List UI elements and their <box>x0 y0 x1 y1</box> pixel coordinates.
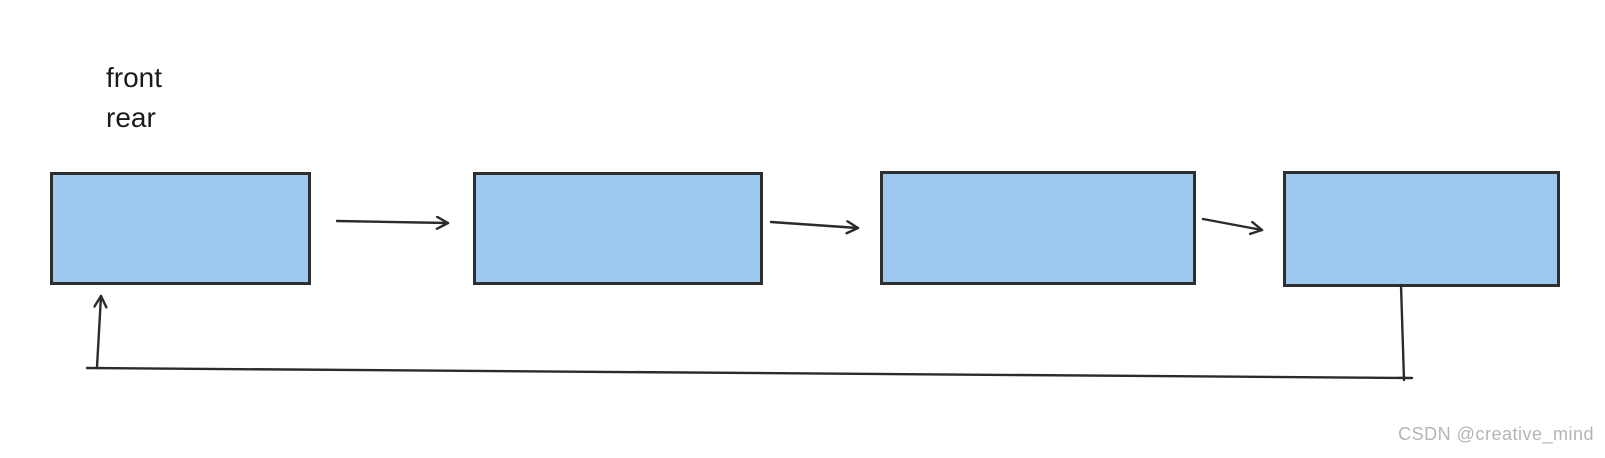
rear-to-front-link-horizontal-segment <box>85 366 1414 380</box>
watermark: CSDN @creative_mind <box>1398 424 1594 444</box>
queue-node-2 <box>473 172 763 285</box>
queue-node-1 <box>50 172 311 285</box>
front-label: front <box>106 62 163 93</box>
next-pointer-arrow-3 <box>1201 217 1264 230</box>
rear-label: rear <box>106 102 156 133</box>
rear-to-front-link-down-segment <box>1399 283 1406 382</box>
next-pointer-arrow-2 <box>769 222 860 228</box>
queue-node-3 <box>880 171 1196 285</box>
pointer-labels: front rear <box>106 58 162 138</box>
next-pointer-arrow-1 <box>335 221 450 223</box>
rear-to-front-link-up-arrow <box>97 294 101 369</box>
queue-node-4 <box>1283 171 1560 287</box>
